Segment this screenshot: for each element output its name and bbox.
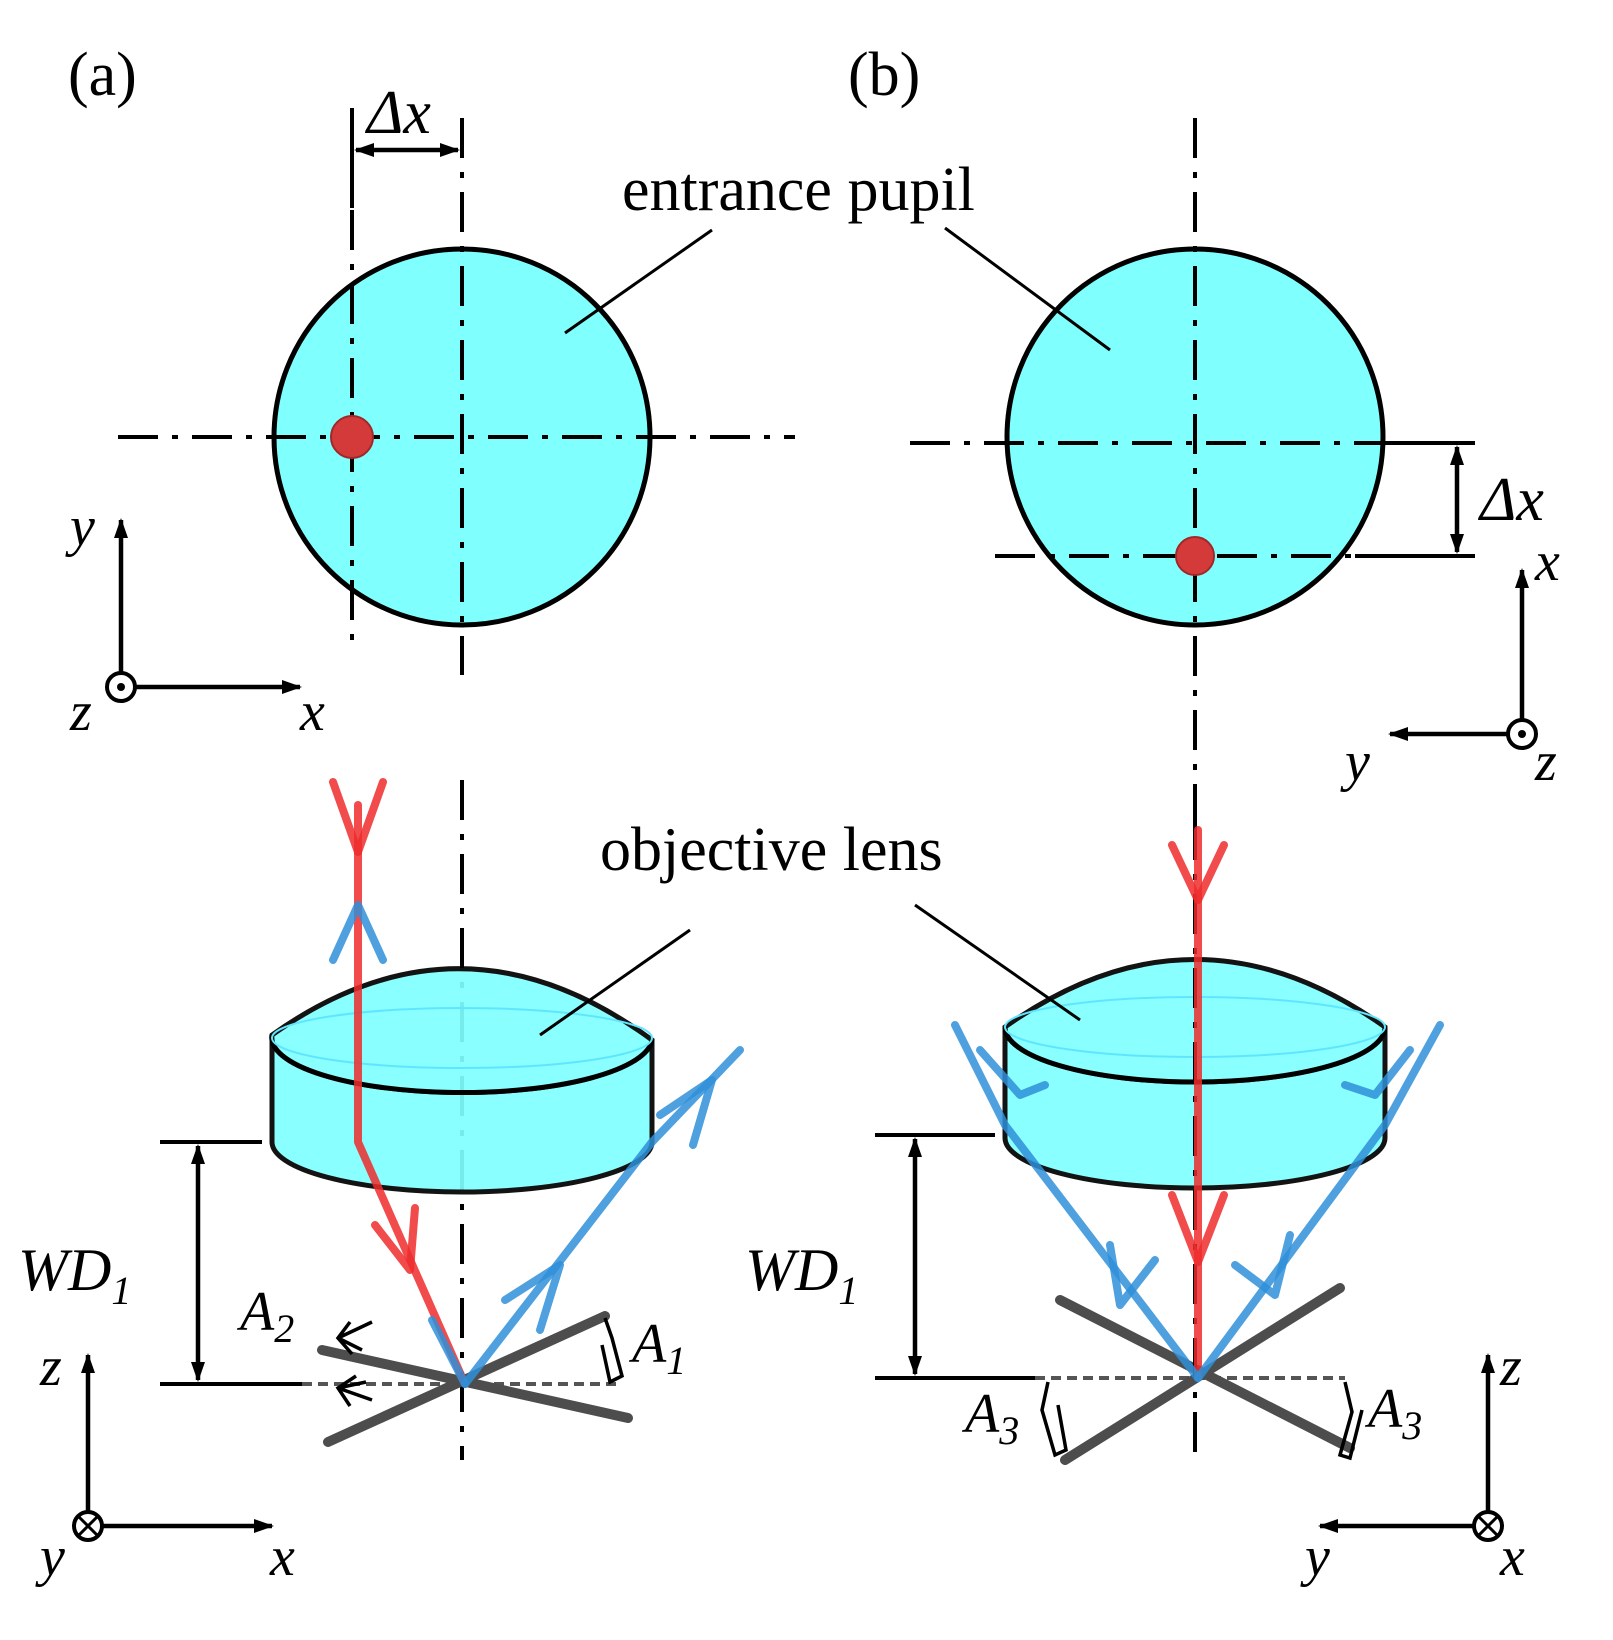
- reflected-beam-a-arrow-2: [656, 1076, 716, 1149]
- panel-b-lens-view: [875, 820, 1444, 1465]
- axis-label-x-a-bottom: x: [269, 1526, 295, 1588]
- coord-system-a-bottom: [72, 1353, 274, 1542]
- beam-spot-a: [330, 415, 374, 459]
- mirror-a-tilt-down: [317, 1345, 633, 1423]
- panel-label-a: (a): [68, 41, 137, 109]
- entrance-pupil-leader-b: [944, 226, 1111, 352]
- coord-system-b-bottom: [1318, 1353, 1504, 1542]
- reflected-beam-b-arrow-r1: [1231, 1231, 1294, 1299]
- wd-label-a: WD1: [18, 1237, 131, 1313]
- axis-label-x-b-top: x: [1534, 531, 1560, 593]
- lens-a-faint-rim: [271, 1007, 653, 1069]
- incident-beam-a-arrow-low: [371, 1204, 419, 1274]
- reflected-beam-a-back: [428, 1316, 469, 1388]
- panel-b-pupil-view: [910, 118, 1475, 820]
- axis-label-x-b-bottom: x: [1499, 1526, 1525, 1588]
- axis-label-z-b-top: z: [1534, 731, 1557, 793]
- A3-tilt-arrow-left: [1040, 1381, 1068, 1458]
- axis-label-z-a-bottom: z: [39, 1336, 62, 1398]
- incident-beam-a-arrow-top: [329, 778, 387, 856]
- reflected-beam-b-right: [1194, 1021, 1444, 1382]
- incident-beam-b-arrow-low: [1168, 1191, 1228, 1266]
- delta-x-label-a: Δx: [364, 79, 431, 147]
- objective-lens-leader-b: [914, 903, 1081, 1022]
- axis-label-z-a-top: z: [69, 681, 92, 743]
- A3-label-left: A3: [961, 1383, 1019, 1453]
- A2-tilt-arrow-bottom: [335, 1374, 373, 1407]
- A2-label: A2: [236, 1281, 294, 1351]
- reflected-beam-b-arrow-l1: [1106, 1241, 1159, 1309]
- objective-lens-label: objective lens: [600, 816, 943, 884]
- incident-beam-b-arrow-top: [1168, 841, 1228, 904]
- entrance-pupil-leader-a: [564, 228, 713, 335]
- reflected-beam-a-arrow-1: [501, 1261, 564, 1334]
- objective-lens-a-dome: [269, 966, 655, 1096]
- reflected-beam-b-arrow-r2: [1341, 1046, 1414, 1099]
- incident-beam-a: [354, 801, 469, 1388]
- coord-system-b-top: [1388, 568, 1538, 750]
- coord-system-a-top: [105, 518, 302, 703]
- axis-label-y-a-top: y: [65, 496, 95, 558]
- reflected-beam-b-arrow-l2: [976, 1046, 1049, 1099]
- entrance-pupil-label: entrance pupil: [622, 156, 975, 224]
- A1-tilt-arrow: [600, 1317, 625, 1385]
- A1-label: A1: [628, 1313, 686, 1383]
- axis-label-y-b-bottom: y: [1300, 1526, 1330, 1588]
- reflected-beam-a-top-arrow: [329, 901, 387, 964]
- beam-spot-b: [1175, 536, 1215, 576]
- delta-x-label-b: Δx: [1477, 466, 1544, 534]
- axis-label-y-b-top: y: [1340, 731, 1370, 793]
- A3-tilt-arrow-right: [1337, 1381, 1364, 1461]
- axis-label-y-a-bottom: y: [35, 1526, 65, 1588]
- panel-a-lens-view: [160, 778, 744, 1460]
- axis-label-z-b-bottom: z: [1499, 1336, 1522, 1398]
- panel-label-b: (b): [848, 41, 920, 109]
- A2-tilt-arrow-top: [335, 1320, 373, 1356]
- panel-a-pupil-view: [118, 108, 795, 675]
- wd-label-b: WD1: [745, 1237, 858, 1313]
- objective-lens-leader-a: [539, 928, 691, 1037]
- axis-label-x-a-top: x: [299, 681, 325, 743]
- A3-label-right: A3: [1364, 1378, 1422, 1448]
